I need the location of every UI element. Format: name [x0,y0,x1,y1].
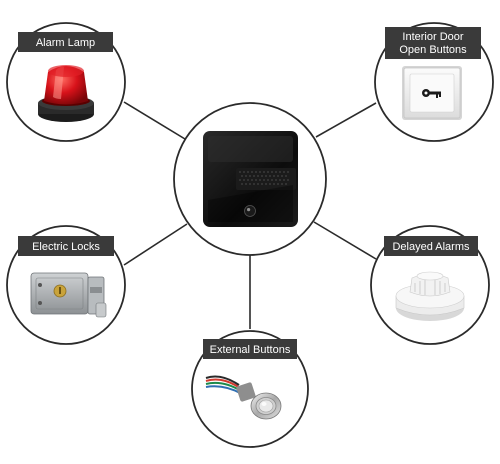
node-alarm-lamp: Alarm Lamp [6,22,126,142]
interior-door-label-bg [385,27,481,59]
electric-locks-label-bg [18,236,114,256]
connector-interior-door [315,102,377,138]
node-external-buttons: External Buttons [191,330,309,448]
node-delayed-alarms: Delayed Alarms [370,225,490,345]
center-node [173,102,327,256]
key-button-icon [402,66,462,120]
red-beacon-icon [38,65,94,122]
speaker-grille [239,171,289,185]
connectors [123,101,377,329]
interior-door-label-line2: Open Buttons [399,44,467,56]
electric-lock-icon [30,272,107,318]
electric-locks-label: Electric Locks [32,241,100,253]
delayed-alarms-label: Delayed Alarms [392,241,470,253]
alarm-lamp-label-bg [18,32,113,52]
node-electric-locks: Electric Locks [6,225,126,345]
push-button-icon [205,375,282,420]
alarm-lamp-label: Alarm Lamp [36,37,95,49]
external-buttons-label-bg [203,339,297,359]
access-terminal-icon [203,131,298,227]
connector-delayed-alarms [313,221,377,260]
node-interior-door: Interior Door Open Buttons [374,22,494,142]
external-buttons-label: External Buttons [210,344,291,356]
connector-electric-locks [123,223,188,266]
smoke-detector-icon [395,271,465,321]
connector-alarm-lamp [123,101,186,140]
delayed-alarms-label-bg [384,236,478,256]
camera-lens-icon [244,205,256,217]
interior-door-label-line1: Interior Door [402,31,463,43]
